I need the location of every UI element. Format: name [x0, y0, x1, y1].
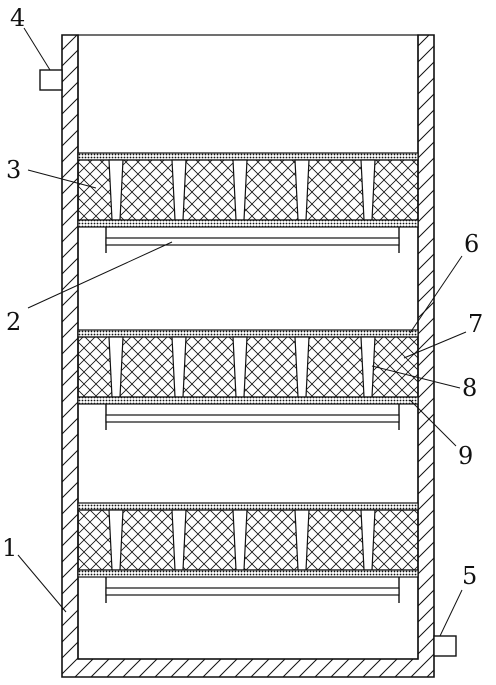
callout-1: 1 — [2, 534, 17, 562]
tapered-hole — [171, 336, 187, 398]
callout-6: 6 — [464, 230, 479, 258]
callout-3: 3 — [6, 156, 21, 184]
support-rod — [105, 587, 400, 596]
upper-mesh-plate — [77, 152, 419, 161]
tapered-hole — [294, 509, 310, 571]
tapered-hole — [171, 159, 187, 221]
lower-mesh-plate — [77, 219, 419, 228]
inlet-pipe — [39, 69, 63, 91]
callout-8: 8 — [462, 374, 477, 402]
tapered-hole — [360, 336, 376, 398]
tapered-hole — [294, 159, 310, 221]
tapered-hole — [108, 159, 124, 221]
support-rod — [105, 237, 400, 246]
filter-shelves — [77, 152, 419, 603]
tapered-hole — [108, 336, 124, 398]
tapered-hole — [294, 336, 310, 398]
tapered-hole — [232, 509, 248, 571]
tapered-hole — [232, 336, 248, 398]
tapered-hole — [360, 159, 376, 221]
tapered-hole — [360, 509, 376, 571]
callout-7: 7 — [468, 310, 483, 338]
filter-layer — [77, 509, 419, 571]
lower-mesh-plate — [77, 569, 419, 578]
tapered-hole — [108, 509, 124, 571]
callout-leaders — [17, 27, 467, 637]
support-rod — [105, 414, 400, 423]
lower-mesh-plate — [77, 396, 419, 405]
callout-5: 5 — [462, 562, 477, 590]
callout-9: 9 — [458, 442, 473, 470]
tapered-hole — [232, 159, 248, 221]
outlet-pipe — [433, 635, 457, 657]
callout-4: 4 — [10, 4, 25, 32]
tapered-hole — [171, 509, 187, 571]
upper-mesh-plate — [77, 502, 419, 511]
callout-2: 2 — [6, 308, 21, 336]
upper-mesh-plate — [77, 329, 419, 338]
